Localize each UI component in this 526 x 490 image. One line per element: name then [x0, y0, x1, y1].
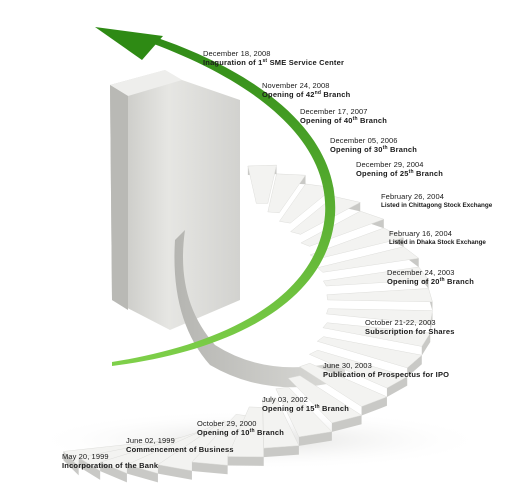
milestone-event: Publication of Prospectus for IPO — [323, 370, 450, 379]
stair-riser — [227, 456, 264, 466]
milestone-event: Listed in Chittagong Stock Exchange — [381, 202, 493, 209]
milestone-date: February 26, 2004 — [381, 192, 444, 201]
milestone-date: November 24, 2008 — [262, 81, 330, 90]
milestone-date: June 30, 2003 — [323, 361, 372, 370]
milestone-event: Opening of 30th Branch — [330, 145, 418, 154]
milestone-incorporation: May 20, 1999 Incorporation of the Bank — [62, 452, 158, 470]
milestone-chittagong-listing: February 26, 2004 Listed in Chittagong S… — [381, 192, 492, 210]
stair-riser — [298, 431, 332, 446]
stair-pillar-top — [110, 70, 182, 96]
stair-riser — [126, 464, 158, 483]
milestone-date: October 21-22, 2003 — [365, 318, 436, 327]
milestone-event: Commencement of Business — [126, 445, 234, 454]
stair-pillar-side — [110, 85, 128, 310]
milestone-date: February 16, 2004 — [389, 229, 452, 238]
stair-core — [174, 230, 345, 388]
milestone-event: Incorporation of the Bank — [62, 461, 159, 470]
stair-tread — [326, 288, 433, 303]
milestone-commencement: June 02, 1999 Commencement of Business — [126, 436, 234, 454]
milestone-date: July 03, 2002 — [262, 395, 308, 404]
stair-riser — [386, 376, 408, 398]
milestone-event: Opening of 25th Branch — [356, 169, 444, 178]
stair-riser — [191, 462, 228, 475]
stair-riser — [430, 310, 433, 334]
milestone-sme-service-center: December 18, 2008 Inaguration of 1st SME… — [203, 49, 344, 67]
milestone-event: Inaguration of 1st SME Service Center — [203, 58, 345, 67]
stair-pillar — [110, 70, 240, 330]
milestone-date: December 05, 2006 — [330, 136, 398, 145]
milestone-date: December 18, 2008 — [203, 49, 271, 58]
milestone-event: Opening of 40th Branch — [300, 116, 388, 125]
stair-riser — [157, 464, 192, 480]
stair-riser — [361, 396, 387, 416]
arrow-head — [95, 27, 163, 60]
stair-riser — [63, 451, 79, 476]
milestone-prospectus: June 30, 2003 Publication of Prospectus … — [323, 361, 449, 379]
stair-riser — [331, 415, 362, 432]
stair-steps — [62, 164, 433, 483]
milestone-event: Opening of 20th Branch — [387, 277, 475, 286]
stair-riser — [78, 457, 101, 480]
milestone-30th-branch: December 05, 2006 Opening of 30th Branch — [330, 136, 417, 154]
stair-riser — [407, 355, 422, 377]
milestone-event: Listed in Dhaka Stock Exchange — [389, 239, 486, 246]
milestone-dhaka-listing: February 16, 2004 Listed in Dhaka Stock … — [389, 229, 486, 247]
milestone-share-subscription: October 21-22, 2003 Subscription for Sha… — [365, 318, 455, 336]
milestone-15th-branch: July 03, 2002 Opening of 15th Branch — [262, 395, 349, 413]
milestone-42nd-branch: November 24, 2008 Opening of 42nd Branch — [262, 81, 350, 99]
milestone-event: Opening of 42nd Branch — [262, 90, 351, 99]
stair-riser — [421, 333, 431, 356]
milestone-date: December 24, 2003 — [387, 268, 455, 277]
stair-tread — [247, 164, 277, 204]
milestone-date: December 29, 2004 — [356, 160, 424, 169]
milestone-event: Opening of 10th Branch — [197, 428, 285, 437]
milestone-date: May 20, 1999 — [62, 452, 109, 461]
milestone-10th-branch: October 29, 2000 Opening of 10th Branch — [197, 419, 284, 437]
milestone-20th-branch: December 24, 2003 Opening of 20th Branch — [387, 268, 474, 286]
milestone-event: Subscription for Shares — [365, 327, 455, 336]
milestone-date: June 02, 1999 — [126, 436, 175, 445]
stair-riser — [100, 462, 127, 483]
milestone-40th-branch: December 17, 2007 Opening of 40th Branch — [300, 107, 387, 125]
stair-riser — [263, 445, 299, 458]
milestone-date: October 29, 2000 — [197, 419, 257, 428]
milestone-date: December 17, 2007 — [300, 107, 368, 116]
milestone-25th-branch: December 29, 2004 Opening of 25th Branch — [356, 160, 443, 178]
milestone-event: Opening of 15th Branch — [262, 404, 350, 413]
